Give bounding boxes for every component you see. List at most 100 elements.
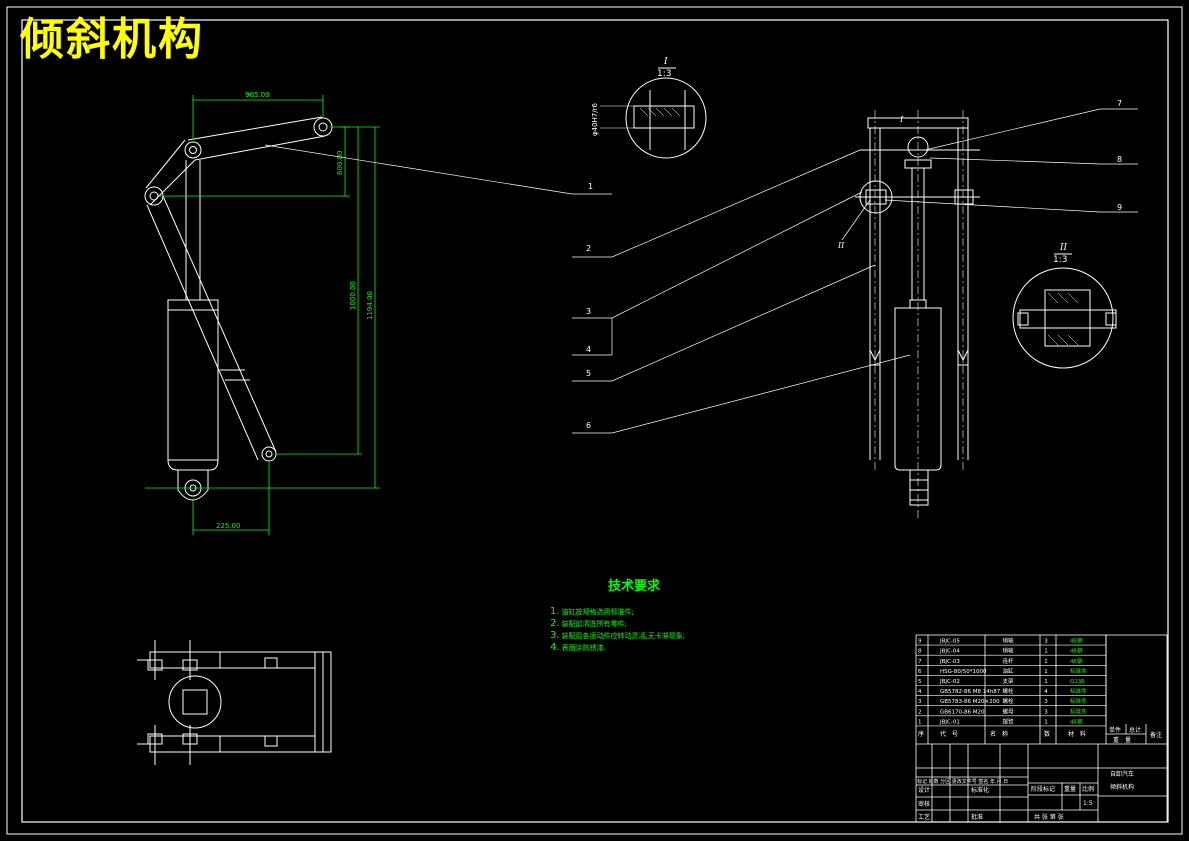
bom-cell-name: 销轴	[1002, 637, 1014, 645]
bom-cell-code: GB5783-86 M20×200	[940, 699, 1000, 705]
bom-cell-no: 2	[918, 709, 922, 715]
dim-top-offset: 600.00	[336, 151, 344, 176]
bom-cell-name: 螺母	[1002, 707, 1014, 715]
bom-header-weight: 重 量	[1113, 736, 1131, 744]
requirement-num: 3.	[550, 630, 560, 641]
requirement-num: 1.	[550, 606, 560, 617]
plan-view	[137, 640, 332, 765]
bom-cell-no: 3	[918, 699, 922, 705]
bom-cell-mat: 标准件	[1070, 667, 1087, 675]
tb-approve: 批准	[971, 813, 983, 821]
requirement-item: 4.表面涂防锈漆.	[550, 642, 685, 654]
bom-cell-no: 5	[918, 679, 922, 685]
callout-5: 5	[586, 369, 591, 378]
callout-7: 7	[1117, 99, 1122, 108]
bom-cell-name: 连杆	[1002, 657, 1014, 665]
bom-cell-name: 摆臂	[1002, 717, 1014, 725]
bom-cell-code: JBJC-04	[939, 649, 960, 655]
outer-frame	[6, 6, 1183, 835]
bom-header-code: 代 号	[940, 730, 958, 738]
callout-8: 8	[1117, 155, 1122, 164]
bom-cell-code: JBJC-02	[939, 679, 960, 685]
bom-header-note: 备注	[1150, 731, 1162, 739]
bom-cell-no: 8	[918, 649, 922, 655]
front-view	[144, 116, 333, 501]
bom-cell-qty: 4	[1044, 689, 1048, 695]
tb-scale-value: 1:5	[1083, 800, 1093, 807]
bom-cell-qty: 3	[1044, 639, 1048, 645]
bom-cell-mat: Q235	[1070, 679, 1085, 685]
side-view	[855, 117, 980, 506]
callout-9: 9	[1117, 203, 1122, 212]
requirement-item: 3.装配后各运动件应转动灵活,无卡滞现象;	[550, 630, 685, 642]
requirement-item: 1.油缸按规格选用标准件;	[550, 606, 685, 618]
bom-cell-qty: 3	[1044, 709, 1048, 715]
requirements-list: 1.油缸按规格选用标准件; 2.装配前清洗所有零件; 3.装配后各运动件应转动灵…	[550, 606, 685, 654]
shaft-fit-dimension: φ40H7/r6	[591, 103, 599, 136]
tb-stage: 阶段标记	[1031, 785, 1055, 793]
front-view-dimensions	[145, 95, 380, 535]
callout-1: 1	[588, 182, 593, 191]
detail-II-scale: 1:3	[1053, 255, 1067, 265]
requirement-text: 表面涂防锈漆.	[561, 644, 606, 652]
bom-cell-name: 螺栓	[1002, 697, 1014, 705]
bom-header-no: 序	[918, 730, 924, 738]
bom-cell-mat: 标准件	[1070, 707, 1087, 715]
bom-cell-no: 9	[918, 639, 922, 645]
bom-header-name: 名 称	[990, 730, 1008, 738]
bom-cell-code: JBJC-01	[939, 719, 960, 725]
tb-standardize: 标准化	[971, 786, 989, 794]
bom-cell-code: JBJC-03	[939, 659, 960, 665]
callout-6: 6	[586, 421, 591, 430]
bom-cell-name: 支架	[1002, 677, 1014, 685]
bom-cell-no: 4	[918, 689, 922, 695]
inner-frame	[21, 19, 1169, 823]
detail-view-II	[1012, 253, 1117, 369]
bom-header-total-weight: 总计	[1129, 726, 1141, 734]
bom-cell-mat: 标准件	[1070, 697, 1087, 705]
tb-process: 工艺	[918, 813, 930, 821]
bom-cell-no: 6	[918, 669, 922, 675]
detail-I-scale: 1:3	[657, 69, 671, 79]
tb-revision: 标记 处数 分区 更改文件号 签名 年.月.日	[917, 778, 1008, 785]
requirements-title: 技术要求	[608, 579, 661, 594]
callout-4: 4	[586, 345, 591, 354]
bom-header-mat: 材 料	[1068, 730, 1086, 738]
bom-table	[915, 634, 1168, 823]
bom-header: 序 代 号 名 称 数 材 料 单件 总计 重 量 备注	[918, 726, 1162, 744]
bom-cell-mat: 标准件	[1070, 687, 1087, 695]
tb-design: 设计	[918, 786, 930, 794]
tb-product: 自卸汽车	[1110, 770, 1134, 778]
bom-header-qty: 数	[1044, 730, 1050, 738]
requirement-item: 2.装配前清洗所有零件;	[550, 618, 685, 630]
tb-review: 审核	[918, 800, 930, 808]
bom-cell-no: 1	[918, 719, 922, 725]
dim-bottom-width: 225.00	[216, 522, 241, 530]
bom-cell-qty: 1	[1044, 649, 1048, 655]
bom-cell-code: HSG-80/50*1000	[940, 669, 987, 675]
bom-cell-mat: 45钢	[1070, 657, 1083, 665]
bom-header-unit-weight: 单件	[1109, 726, 1121, 734]
bom-cell-mat: 45钢	[1070, 637, 1083, 645]
dim-stroke: 1000.00	[349, 281, 357, 310]
bom-cell-name: 螺栓	[1002, 687, 1014, 695]
side-marker-II: II	[837, 241, 845, 250]
bom-cell-qty: 1	[1044, 679, 1048, 685]
requirement-text: 装配前清洗所有零件;	[561, 620, 627, 628]
bom-cell-no: 7	[918, 659, 922, 665]
bom-cell-name: 油缸	[1002, 667, 1014, 675]
bom-cell-name: 销轴	[1002, 647, 1014, 655]
tb-sheets: 共 张 第 张	[1034, 813, 1064, 821]
dim-total-height: 1194.00	[366, 291, 374, 320]
bom-cell-qty: 1	[1044, 669, 1048, 675]
callout-2: 2	[586, 244, 591, 253]
detail-II-label: II	[1059, 243, 1068, 253]
bom-cell-mat: 45钢	[1070, 647, 1083, 655]
callout-3: 3	[586, 307, 591, 316]
requirement-text: 装配后各运动件应转动灵活,无卡滞现象;	[561, 632, 686, 640]
side-marker-I: I	[899, 115, 904, 124]
dim-top-width: 905.00	[245, 91, 270, 99]
leader-lines	[264, 108, 1138, 434]
